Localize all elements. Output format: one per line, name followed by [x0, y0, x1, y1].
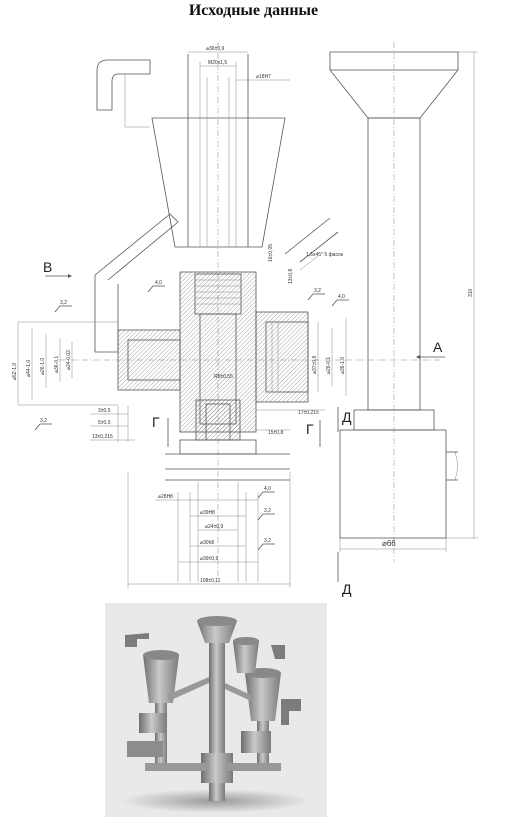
rough-top-mid: 4,0: [155, 280, 162, 286]
rough-right-2: 4,0: [338, 294, 345, 300]
dim-mid-5: 15±0,8: [268, 430, 283, 436]
dim-mid-2: 5±0,5: [98, 420, 111, 426]
dim-side-height: 310: [468, 288, 474, 297]
label-view-a: А: [433, 339, 443, 355]
rough-left-top: 3,2: [60, 300, 67, 306]
dim-mid-3: 13±0,215: [92, 434, 113, 440]
dim-left-4: ⌀36-0,1: [54, 356, 60, 373]
dim-right-d1: ⌀37±0,9: [312, 356, 318, 374]
dim-left-5: ⌀24-0,02: [66, 350, 72, 370]
dim-bottom-5: ⌀39±0,9: [200, 556, 218, 562]
side-view-base: [339, 429, 447, 539]
dim-right-d2: ⌀26-0,1: [326, 357, 332, 374]
page-title: Исходные данные: [188, 2, 319, 19]
rough-left-bottom: 3,2: [40, 418, 47, 424]
dim-chamfer: 1,5х45° 5 фасок: [306, 252, 344, 258]
dim-top-2: M20x1,5: [208, 60, 227, 66]
dim-right-2: 13±0,8: [288, 269, 294, 284]
rough-right-1: 3,2: [314, 288, 321, 294]
label-section-g-right: Г: [306, 421, 314, 437]
technical-drawing: ⌀36±0,9 M20x1,5 ⌀18H7 ⌀52-: [12, 42, 478, 597]
dim-center-r: R5±0,55: [214, 374, 233, 380]
funnel-cone: [151, 117, 286, 248]
dim-bottom-2: ⌀39H8: [200, 510, 215, 516]
dim-top-1: ⌀36±0,9: [206, 46, 224, 52]
dim-side-width: ⌀66: [382, 539, 396, 548]
dim-left-2: ⌀44-1,0: [26, 360, 32, 377]
dim-bottom-4: ⌀30h8: [200, 540, 214, 546]
dim-mid-1: 3±0,5: [98, 408, 111, 414]
dim-right-1: 16±0,05: [268, 244, 274, 262]
label-section-g-left: Г: [152, 414, 160, 430]
dim-bottom-3: ⌀24±0,9: [205, 524, 223, 530]
model-3d-render: [105, 603, 327, 817]
dim-bottom-1: ⌀28H8: [158, 494, 173, 500]
dim-right-d3: ⌀36-1,0: [340, 357, 346, 374]
dim-bottom-6: 108±0,11: [200, 578, 221, 584]
dim-top-3: ⌀18H7: [256, 74, 271, 80]
hook-outline: [96, 59, 151, 111]
label-view-b: В: [43, 259, 52, 275]
dim-left-1: ⌀52-1,0: [12, 363, 18, 380]
label-section-d-top: Д: [342, 409, 352, 425]
dim-left-3: ⌀26-1,0: [40, 358, 46, 375]
rough-bottom-2: 3,2: [264, 508, 271, 514]
dim-mid-4: 17±0,215: [298, 410, 319, 416]
label-section-d-bottom: Д: [342, 581, 352, 597]
rough-bottom-3: 3,2: [264, 538, 271, 544]
rough-bottom-1: 4,0: [264, 486, 271, 492]
